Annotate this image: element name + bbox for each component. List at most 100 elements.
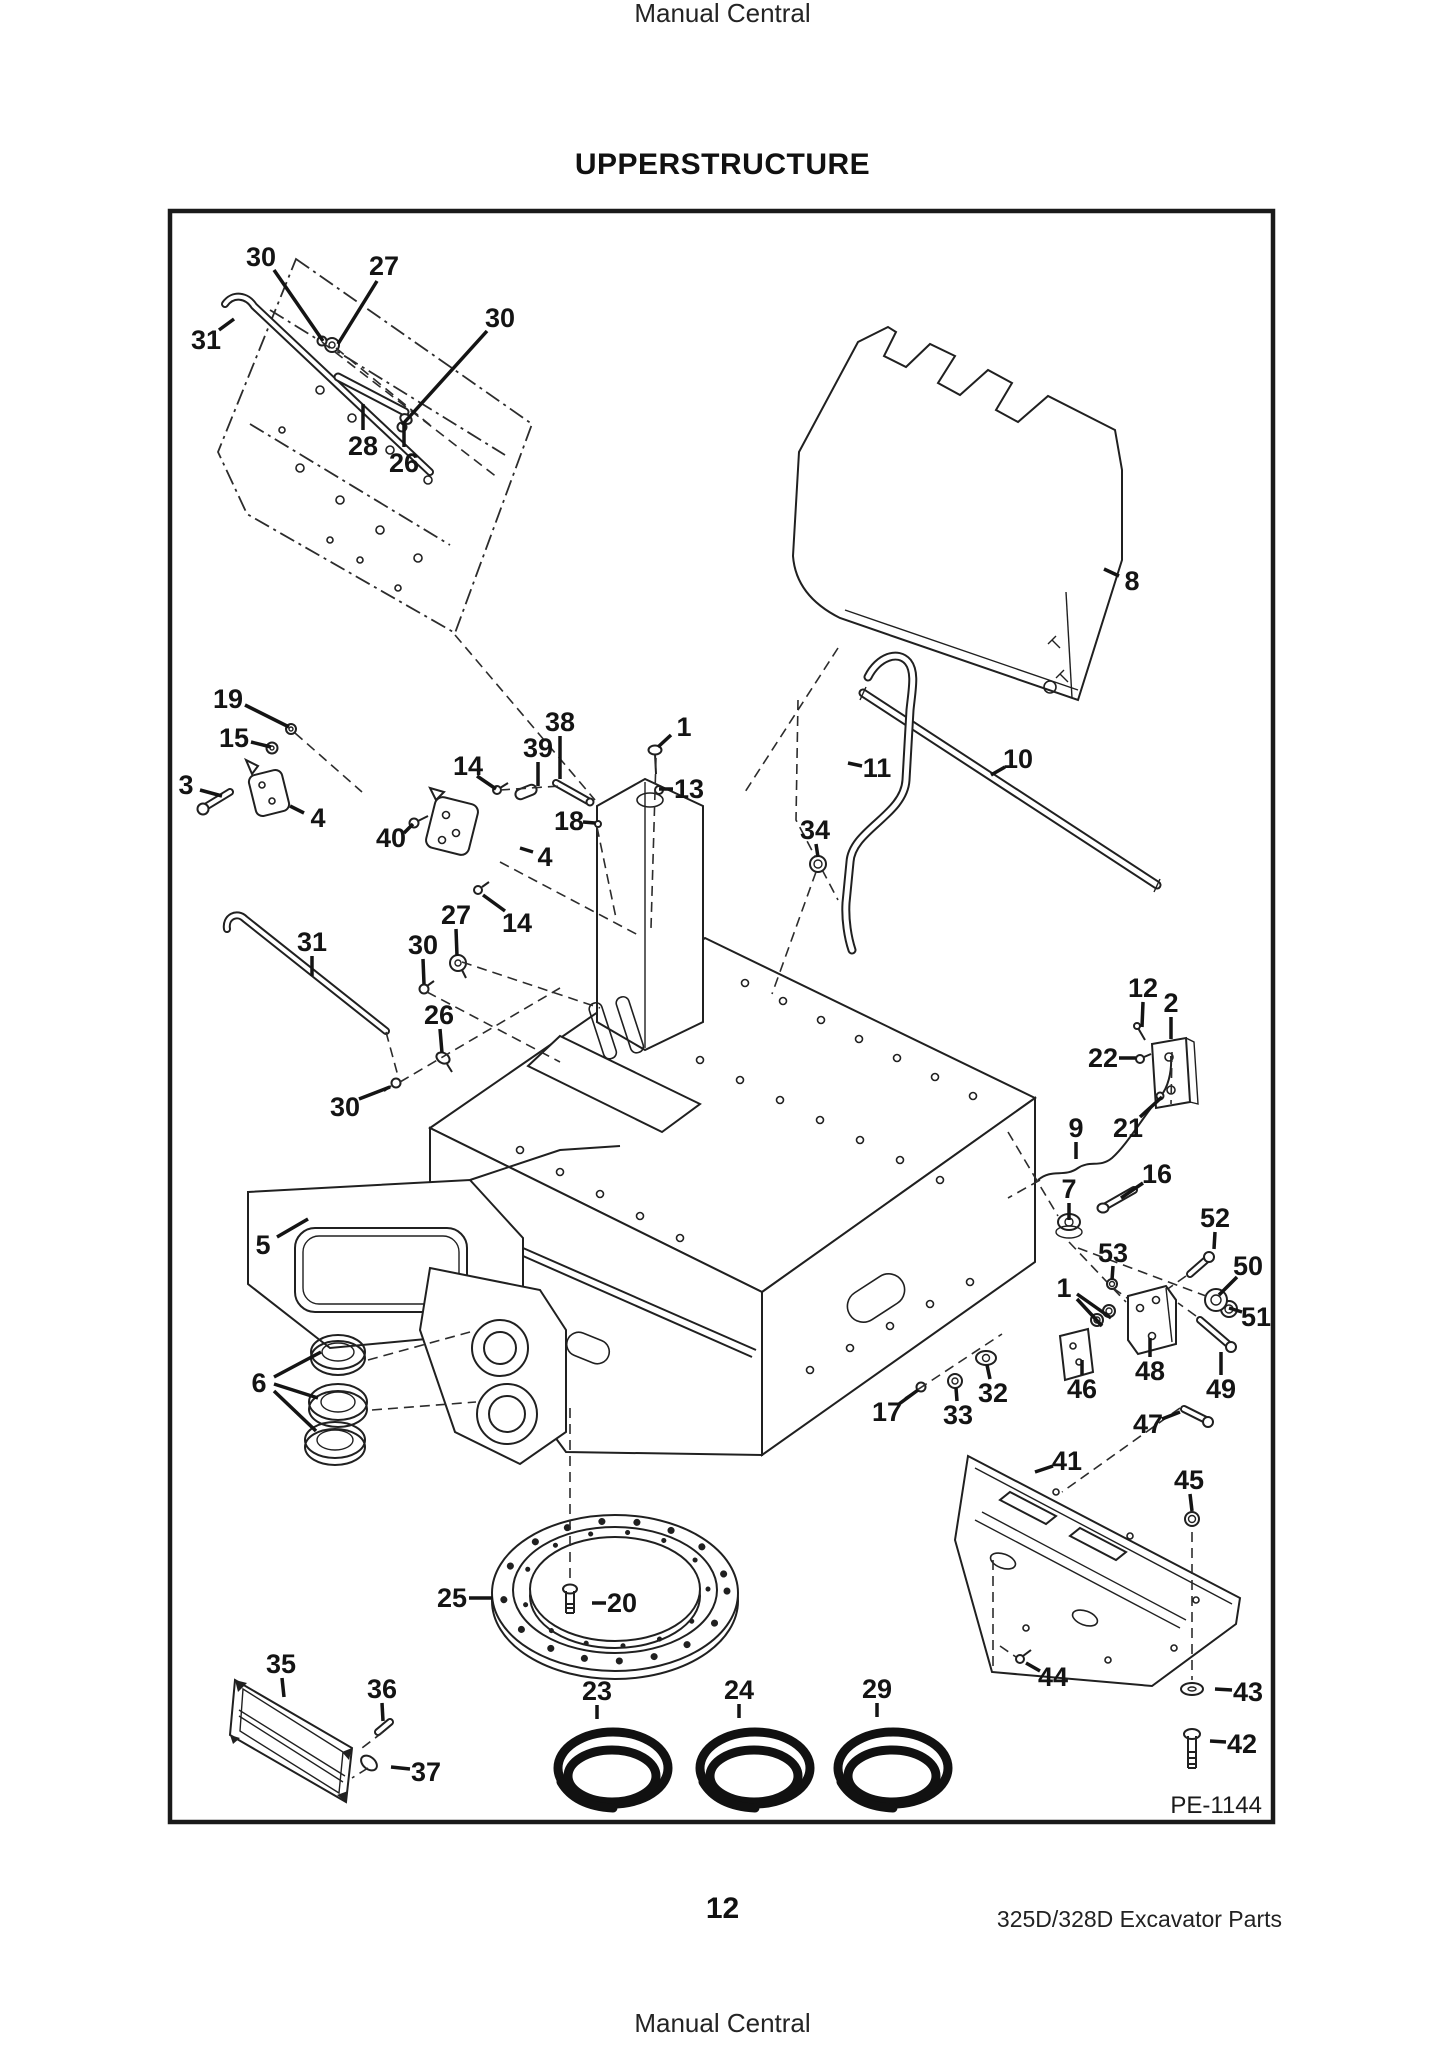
callout-label: 30 xyxy=(246,242,276,272)
callout-36: 36 xyxy=(367,1674,397,1722)
callout-27: 27 xyxy=(336,251,399,345)
callout-label: 48 xyxy=(1135,1356,1165,1386)
callout-label: 31 xyxy=(297,927,327,957)
callout-53: 53 xyxy=(1098,1238,1128,1281)
leader-line xyxy=(217,317,236,332)
leader-line xyxy=(656,733,673,749)
leader-line xyxy=(1188,1493,1194,1512)
callout-label: 42 xyxy=(1227,1729,1257,1759)
leader-line xyxy=(519,846,534,854)
leader-line xyxy=(400,329,489,427)
callout-label: 35 xyxy=(266,1649,296,1679)
callout-16: 16 xyxy=(1120,1159,1172,1200)
callout-label: 47 xyxy=(1133,1409,1163,1439)
leader-line xyxy=(1214,1687,1233,1692)
callout-19: 19 xyxy=(213,684,290,729)
leader-line xyxy=(1025,1661,1041,1673)
callout-label: 46 xyxy=(1067,1374,1097,1404)
callout-label: 4 xyxy=(310,803,325,833)
leader-line xyxy=(1075,1292,1113,1320)
callout-label: 50 xyxy=(1233,1251,1263,1281)
leader-line xyxy=(1120,1181,1144,1200)
leader-line xyxy=(481,893,507,913)
callout-label: 11 xyxy=(863,753,892,783)
callout-label: 37 xyxy=(411,1757,441,1787)
leader-line xyxy=(476,774,497,791)
leader-line xyxy=(985,1364,992,1380)
callout-35: 35 xyxy=(266,1649,296,1698)
callout-49: 49 xyxy=(1206,1352,1236,1404)
part-bent-tube xyxy=(795,651,918,955)
figure-border xyxy=(167,208,1276,1825)
callout-label: 26 xyxy=(424,1000,454,1030)
part-washer-set xyxy=(904,1333,1003,1399)
page-number: 12 xyxy=(705,1892,740,1925)
leader-line xyxy=(250,740,272,749)
callout-label: 6 xyxy=(251,1368,266,1398)
leader-line xyxy=(1217,1275,1239,1297)
callout-label: 7 xyxy=(1061,1174,1076,1204)
callout-label: 51 xyxy=(1241,1302,1271,1332)
callout-25: 25 xyxy=(437,1583,493,1613)
leader-line xyxy=(380,1702,385,1722)
callout-28: 28 xyxy=(348,404,378,461)
leader-line xyxy=(897,1388,920,1406)
leader-line xyxy=(289,804,305,815)
leader-line xyxy=(199,788,223,798)
leader-line xyxy=(272,269,325,342)
callout-label: 40 xyxy=(376,823,406,853)
callout-label: 45 xyxy=(1174,1465,1204,1495)
callout-label: 53 xyxy=(1098,1238,1128,1268)
leader-line xyxy=(990,765,1006,777)
leader-line xyxy=(1110,1265,1115,1281)
leader-line xyxy=(276,1217,309,1239)
callout-9: 9 xyxy=(1068,1113,1084,1159)
leader-line xyxy=(1140,1001,1145,1028)
leader-line xyxy=(814,843,820,858)
callout-label: 18 xyxy=(554,806,584,836)
callout-label: 38 xyxy=(545,707,575,737)
callout-label: 39 xyxy=(523,733,553,763)
callout-46: 46 xyxy=(1067,1360,1097,1404)
leader-line xyxy=(421,958,426,985)
leader-line xyxy=(847,761,863,768)
leader-line xyxy=(280,1677,286,1698)
leader-line xyxy=(402,822,415,835)
callout-label: 41 xyxy=(1052,1446,1082,1476)
callout-2: 2 xyxy=(1163,988,1179,1039)
leader-line xyxy=(1161,1410,1181,1421)
callout-30: 30 xyxy=(408,930,438,985)
part-seal-rings xyxy=(304,1331,477,1466)
leader-line xyxy=(954,1387,959,1402)
callout-32: 32 xyxy=(978,1364,1008,1408)
callout-label: 3 xyxy=(178,770,193,800)
callout-17: 17 xyxy=(872,1388,920,1427)
part-hose-coils xyxy=(553,1727,953,1813)
callout-5: 5 xyxy=(255,1217,309,1260)
callout-21: 21 xyxy=(1113,1095,1164,1143)
callout-label: 17 xyxy=(872,1397,902,1427)
callout-27: 27 xyxy=(441,900,471,957)
callout-7: 7 xyxy=(1061,1174,1077,1220)
callout-label: 30 xyxy=(330,1092,360,1122)
callout-label: 19 xyxy=(213,684,243,714)
callout-51: 51 xyxy=(1228,1302,1271,1332)
callout-label: 34 xyxy=(800,815,830,845)
leader-line xyxy=(272,1389,318,1433)
callout-38: 38 xyxy=(545,707,575,779)
callout-label: 13 xyxy=(674,774,704,804)
callout-30: 30 xyxy=(330,1085,391,1122)
callout-41: 41 xyxy=(1034,1446,1082,1476)
callout-26: 26 xyxy=(389,424,419,478)
callout-label: 29 xyxy=(862,1674,892,1704)
callout-label: 36 xyxy=(367,1674,397,1704)
leader-line xyxy=(244,703,290,729)
footer-document-title: 325D/328D Excavator Parts xyxy=(996,1906,1282,1932)
callout-label: 28 xyxy=(348,431,378,461)
callout-45: 45 xyxy=(1174,1465,1204,1512)
part-top-hardware xyxy=(594,744,827,995)
callout-label: 30 xyxy=(408,930,438,960)
callout-label: 32 xyxy=(978,1378,1008,1408)
